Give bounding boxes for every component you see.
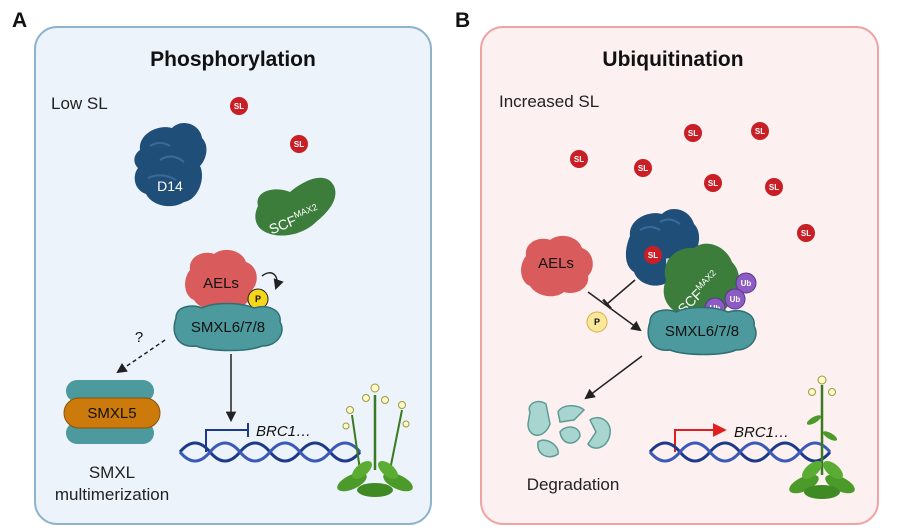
plant-icon	[789, 375, 855, 499]
aels-label: AELs	[538, 255, 574, 272]
inhibition-tbar-icon	[602, 279, 636, 310]
smxl678-protein-icon: SMXL6/7/8	[173, 302, 283, 352]
panel-b-letter: B	[455, 9, 470, 32]
sl-label: SL	[638, 164, 648, 173]
sl-molecule-icon: SL	[634, 159, 652, 177]
sl-label: SL	[234, 102, 244, 111]
d14-label: D14	[157, 178, 183, 194]
sl-label: SL	[755, 127, 765, 136]
sl-molecule-icon: SL	[797, 224, 815, 242]
aels-kinase-icon: AELs	[521, 235, 593, 297]
aels-kinase-icon: AELs	[185, 249, 257, 311]
multimerization-dashed-arrow	[116, 339, 166, 374]
panel-b-caption: Degradation	[527, 475, 620, 494]
smxl5-label: SMXL5	[87, 405, 136, 422]
plant-icon	[337, 383, 413, 497]
degradation-arrow	[584, 355, 643, 400]
panel-b-condition: Increased SL	[499, 92, 599, 111]
sl-molecule-icon: SL	[570, 150, 588, 168]
sl-label: SL	[769, 183, 779, 192]
sl-label: SL	[294, 140, 304, 149]
ub-label: Ub	[730, 295, 741, 304]
question-mark: ?	[135, 329, 143, 346]
panel-a-letter: A	[12, 9, 27, 32]
panel-a-caption-line2: multimerization	[55, 485, 169, 504]
autophosphorylation-arrow	[261, 272, 284, 290]
gene-label-a: BRC1…	[256, 423, 311, 440]
sl-molecule-icon: SL	[290, 135, 308, 153]
aels-label: AELs	[203, 275, 239, 292]
ub-label: Ub	[741, 279, 752, 288]
d14-protein-icon: D14	[134, 123, 207, 207]
promoter-arrow-icon	[674, 423, 727, 452]
phosphate-label: P	[594, 317, 600, 327]
sl-label: SL	[801, 229, 811, 238]
ubiquitin-icon: Ub	[724, 288, 746, 310]
smxl678-protein-icon: SMXL6/7/8	[647, 306, 757, 356]
sl-molecule-icon: SL	[644, 246, 662, 264]
panel-b-title: Ubiquitination	[602, 48, 743, 71]
ubiquitin-icon: Ub	[735, 272, 757, 294]
dna-icon	[648, 441, 832, 463]
sl-molecule-icon: SL	[230, 97, 248, 115]
sl-label: SL	[648, 251, 658, 260]
smxl678-label: SMXL6/7/8	[665, 323, 739, 340]
dna-icon	[178, 441, 362, 463]
aels-to-smxl-arrow	[587, 291, 642, 332]
smxl678-label: SMXL6/7/8	[191, 319, 265, 336]
sl-label: SL	[574, 155, 584, 164]
phosphate-label: P	[255, 294, 261, 304]
sl-molecule-icon: SL	[684, 124, 702, 142]
sl-molecule-icon: SL	[765, 178, 783, 196]
smxl5-multimer-icon: SMXL5	[63, 380, 161, 444]
scf-max2-complex-icon: SCFMAX2	[255, 177, 336, 237]
sl-label: SL	[708, 179, 718, 188]
panel-a-title: Phosphorylation	[150, 48, 316, 71]
sl-molecule-icon: SL	[751, 122, 769, 140]
panel-a-condition: Low SL	[51, 94, 108, 113]
phosphate-icon: P	[586, 311, 608, 333]
promoter-line	[205, 429, 248, 452]
phosphate-icon: P	[247, 288, 269, 310]
gene-label-b: BRC1…	[734, 424, 789, 441]
sl-label: SL	[688, 129, 698, 138]
panel-a-caption-line1: SMXL	[89, 463, 135, 482]
degradation-fragments-icon	[527, 400, 611, 458]
sl-molecule-icon: SL	[704, 174, 722, 192]
